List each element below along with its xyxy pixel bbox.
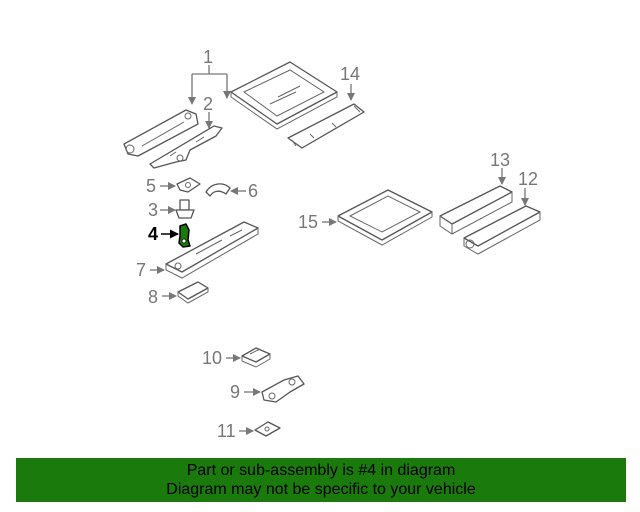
- banner-line-2: Diagram may not be specific to your vehi…: [166, 481, 476, 498]
- part-1-glass-panel[interactable]: [230, 61, 338, 130]
- part-8-pad[interactable]: [177, 281, 209, 304]
- callout-14[interactable]: 14: [340, 64, 360, 84]
- banner-line-1: Part or sub-assembly is #4 in diagram: [186, 462, 456, 479]
- callout-7[interactable]: 7: [136, 260, 146, 280]
- part-6-clip[interactable]: [205, 183, 231, 197]
- part-4-highlighted[interactable]: [178, 223, 191, 248]
- callout-3[interactable]: 3: [148, 200, 158, 220]
- part-1-guide-rail[interactable]: [123, 109, 199, 157]
- callout-2[interactable]: 2: [203, 94, 213, 114]
- part-2-linkage[interactable]: [149, 125, 223, 169]
- part-10-block[interactable]: [241, 347, 271, 368]
- callout-4[interactable]: 4: [148, 224, 158, 244]
- part-3-stud[interactable]: [175, 199, 195, 219]
- part-15-seal-frame[interactable]: [337, 189, 433, 246]
- callout-11[interactable]: 11: [217, 421, 236, 441]
- part-13-rail[interactable]: [439, 185, 513, 235]
- info-banner: Part or sub-assembly is #4 in diagram Di…: [16, 458, 626, 502]
- callout-6[interactable]: 6: [248, 181, 258, 201]
- callout-5[interactable]: 5: [146, 176, 156, 196]
- callout-9[interactable]: 9: [230, 382, 240, 402]
- callout-8[interactable]: 8: [148, 287, 158, 307]
- part-7-rail[interactable]: [165, 221, 259, 279]
- callout-10[interactable]: 10: [202, 348, 222, 368]
- part-14-deflector[interactable]: [287, 103, 365, 149]
- callout-15[interactable]: 15: [298, 212, 318, 232]
- part-5-bracket[interactable]: [176, 177, 201, 193]
- part-11-plate[interactable]: [254, 421, 281, 437]
- callout-12[interactable]: 12: [518, 169, 538, 189]
- callout-1[interactable]: 1: [203, 47, 213, 67]
- leader-lines: [150, 65, 529, 435]
- part-9-hinge[interactable]: [261, 375, 305, 403]
- part-12-rail[interactable]: [463, 205, 541, 255]
- callout-13[interactable]: 13: [490, 150, 510, 170]
